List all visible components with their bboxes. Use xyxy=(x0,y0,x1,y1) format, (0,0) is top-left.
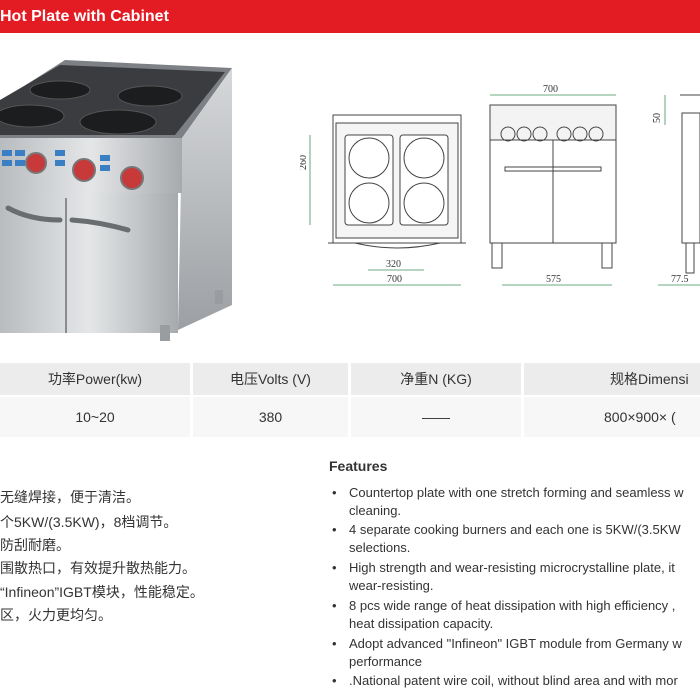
feature-text: Countertop plate with one stretch formin… xyxy=(349,485,684,500)
technical-drawing: 260 320 700 700 575 50 77.5 xyxy=(300,84,700,286)
feature-text-cont: heat dissipation capacity. xyxy=(349,616,494,631)
spec-header-volts: 电压Volts (V) xyxy=(193,363,348,395)
title-bar: Hot Plate with Cabinet xyxy=(0,0,700,33)
cn-feature-line: 区，火力更均匀。 xyxy=(0,607,112,623)
feature-item: •8 pcs wide range of heat dissipation wi… xyxy=(332,598,676,631)
feature-item: •.National patent wire coil, without bli… xyxy=(332,673,678,688)
feature-text-cont: wear-resisting. xyxy=(349,578,434,593)
side-depth-dim: 575 xyxy=(546,274,561,285)
feature-text: 4 separate cooking burners and each one … xyxy=(349,522,681,537)
spec-header-power: 功率Power(kw) xyxy=(0,363,190,395)
feature-text-cont: performance xyxy=(349,654,422,669)
feature-text-cont: cleaning. xyxy=(349,503,402,518)
side-view xyxy=(489,104,617,269)
cn-feature-line: “Infineon”IGBT模块，性能稳定。 xyxy=(0,584,204,600)
page-title: Hot Plate with Cabinet xyxy=(0,8,169,25)
features-title: Features xyxy=(329,458,388,474)
feature-text: High strength and wear-resisting microcr… xyxy=(349,560,675,575)
cn-feature-line: 无缝焊接，便于清洁。 xyxy=(0,489,140,505)
front-view xyxy=(328,114,466,249)
feature-item: •4 separate cooking burners and each one… xyxy=(332,522,681,555)
front-width-dim: 700 xyxy=(387,274,402,285)
right-top-dim: 50 xyxy=(652,113,663,123)
front-height-dim: 260 xyxy=(300,155,309,170)
feature-text: 8 pcs wide range of heat dissipation wit… xyxy=(349,598,676,613)
right-view xyxy=(680,94,700,274)
spec-header-dimension: 规格Dimensi xyxy=(524,363,700,395)
front-spacing-dim: 320 xyxy=(386,259,401,270)
right-offset-dim: 77.5 xyxy=(671,274,689,285)
cn-feature-line: 个5KW/(3.5KW)，8档调节。 xyxy=(0,514,178,530)
cn-feature-line: 围散热口，有效提升散热能力。 xyxy=(0,560,196,576)
feature-text: .National patent wire coil, without blin… xyxy=(349,673,678,688)
feature-text: Adopt advanced "Infineon" IGBT module fr… xyxy=(349,636,682,651)
spec-value-weight: —— xyxy=(351,397,521,437)
spec-value-volts: 380 xyxy=(193,397,348,437)
spec-value-dimension: 800×900× ( xyxy=(524,397,700,437)
feature-item: •High strength and wear-resisting microc… xyxy=(332,560,675,593)
product-photo xyxy=(0,60,232,341)
cn-feature-line: 防刮耐磨。 xyxy=(0,537,70,553)
feature-text-cont: selections. xyxy=(349,540,411,555)
spec-header-weight: 净重N (KG) xyxy=(351,363,521,395)
spec-value-power: 10~20 xyxy=(0,397,190,437)
side-width-dim: 700 xyxy=(543,84,558,95)
feature-item: •Adopt advanced "Infineon" IGBT module f… xyxy=(332,636,682,669)
feature-item: •Countertop plate with one stretch formi… xyxy=(332,485,684,518)
